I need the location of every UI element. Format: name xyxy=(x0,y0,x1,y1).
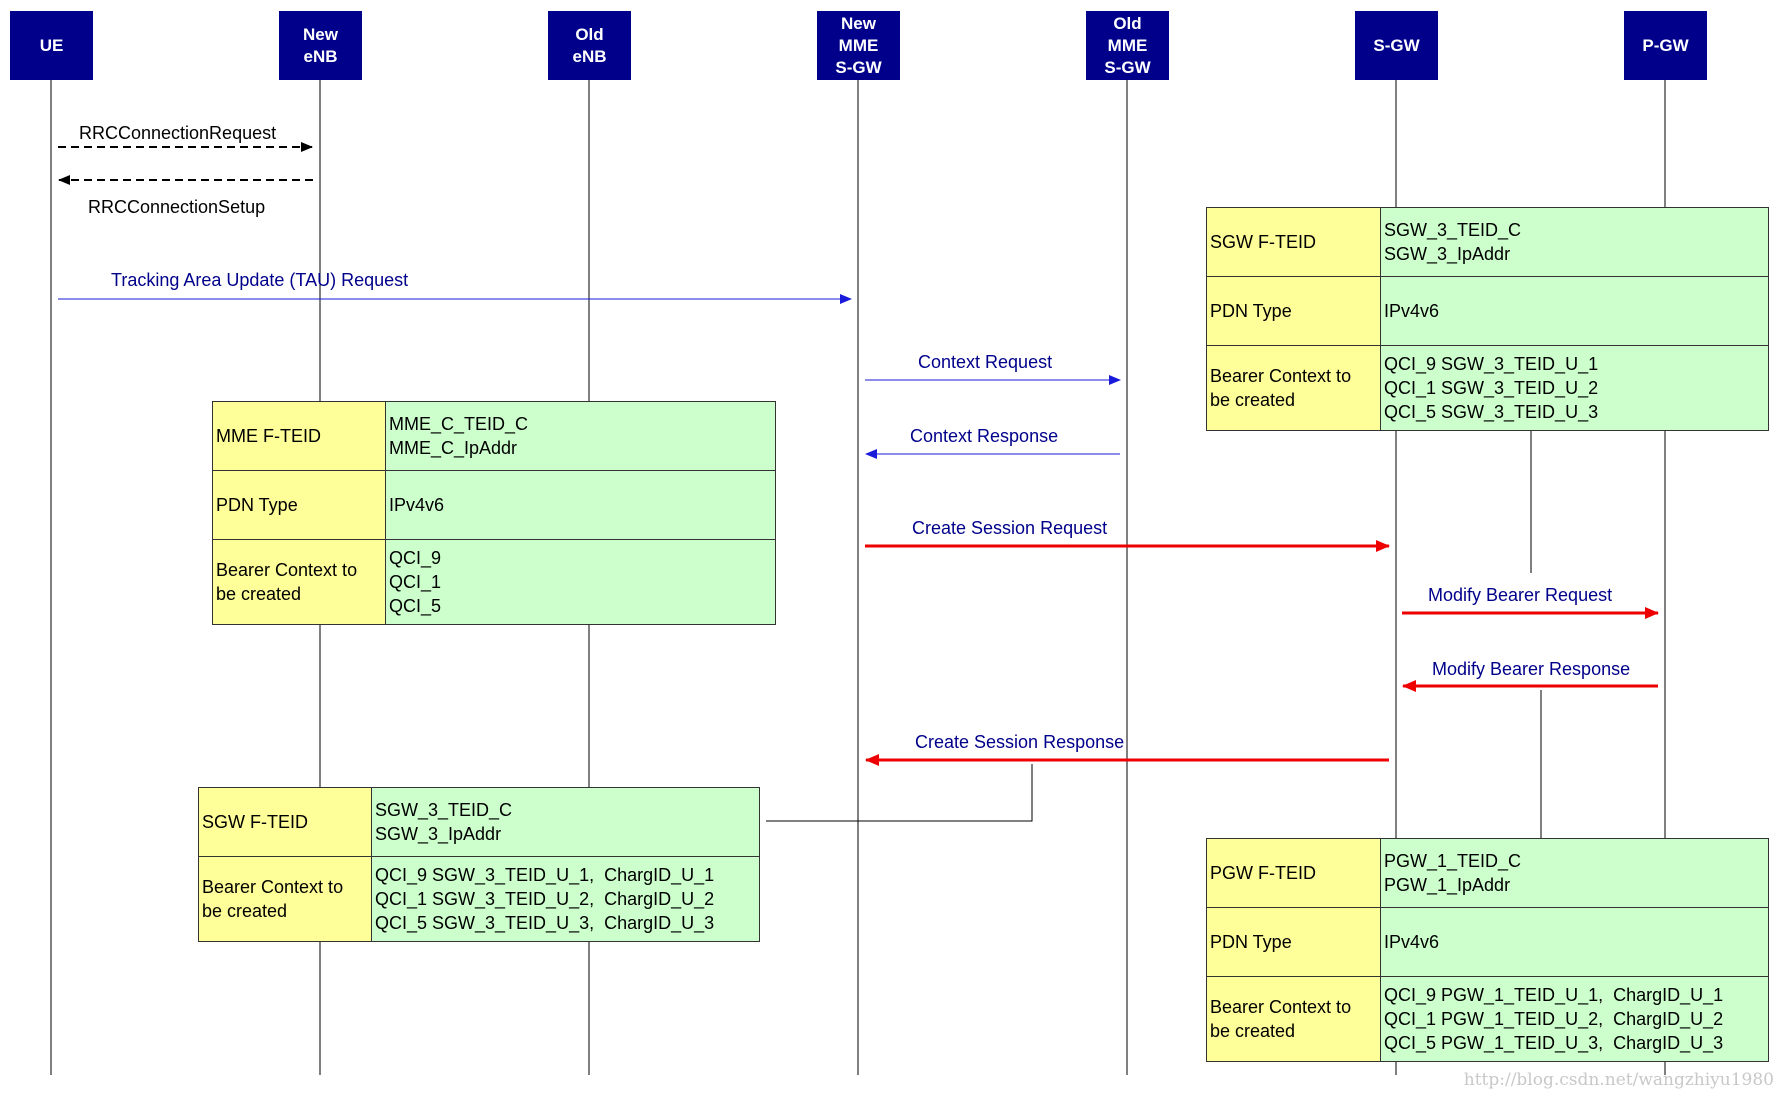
table-row: SGW F-TEID SGW_3_TEID_C SGW_3_IpAddr xyxy=(198,787,760,857)
table-row: PDN Type IPv4v6 xyxy=(212,470,776,540)
mme-ie-table: MME F-TEID MME_C_TEID_C MME_C_IpAddr PDN… xyxy=(212,401,776,625)
entity-sgw: S-GW xyxy=(1355,11,1438,80)
table-row: PDN Type IPv4v6 xyxy=(1206,276,1769,346)
entity-old-mme: Old MME S-GW xyxy=(1086,11,1169,80)
entity-pgw: P-GW xyxy=(1624,11,1707,80)
ie-key: PDN Type xyxy=(212,470,386,540)
ie-value: SGW_3_TEID_C SGW_3_IpAddr xyxy=(1380,207,1769,277)
table-row: PGW F-TEID PGW_1_TEID_C PGW_1_IpAddr xyxy=(1206,838,1769,908)
watermark: http://blog.csdn.net/wangzhiyu1980 xyxy=(1463,1070,1774,1090)
ie-value: SGW_3_TEID_C SGW_3_IpAddr xyxy=(371,787,760,857)
ie-key: PDN Type xyxy=(1206,276,1381,346)
connector-sgw-bottom xyxy=(766,764,1033,822)
ie-value: QCI_9 SGW_3_TEID_U_1 QCI_1 SGW_3_TEID_U_… xyxy=(1380,345,1769,431)
pgw-ie-table: PGW F-TEID PGW_1_TEID_C PGW_1_IpAddr PDN… xyxy=(1206,838,1769,1062)
sgw-bottom-ie-table: SGW F-TEID SGW_3_TEID_C SGW_3_IpAddr Bea… xyxy=(198,787,760,942)
ie-value: QCI_9 PGW_1_TEID_U_1, ChargID_U_1 QCI_1 … xyxy=(1380,976,1769,1062)
ie-value: QCI_9 SGW_3_TEID_U_1, ChargID_U_1 QCI_1 … xyxy=(371,856,760,942)
entity-new-mme: New MME S-GW xyxy=(817,11,900,80)
entity-old-enb: Old eNB xyxy=(548,11,631,80)
table-row: Bearer Context to be created QCI_9 SGW_3… xyxy=(198,856,760,942)
ie-key: Bearer Context to be created xyxy=(212,539,386,625)
table-row: PDN Type IPv4v6 xyxy=(1206,907,1769,977)
ie-key: PDN Type xyxy=(1206,907,1381,977)
entity-new-enb: New eNB xyxy=(279,11,362,80)
label-rrc-setup: RRCConnectionSetup xyxy=(88,197,266,217)
table-row: Bearer Context to be created QCI_9 QCI_1… xyxy=(212,539,776,625)
label-rrc-request: RRCConnectionRequest xyxy=(79,123,277,143)
label-modify-bearer-request: Modify Bearer Request xyxy=(1428,585,1613,605)
ie-key: SGW F-TEID xyxy=(198,787,372,857)
ie-key: MME F-TEID xyxy=(212,401,386,471)
ie-value: PGW_1_TEID_C PGW_1_IpAddr xyxy=(1380,838,1769,908)
label-modify-bearer-response: Modify Bearer Response xyxy=(1432,659,1631,679)
ie-value: MME_C_TEID_C MME_C_IpAddr xyxy=(385,401,776,471)
ie-key: PGW F-TEID xyxy=(1206,838,1381,908)
ie-value: IPv4v6 xyxy=(385,470,776,540)
ie-value: IPv4v6 xyxy=(1380,276,1769,346)
label-context-request: Context Request xyxy=(918,352,1053,372)
ie-key: Bearer Context to be created xyxy=(1206,345,1381,431)
table-row: MME F-TEID MME_C_TEID_C MME_C_IpAddr xyxy=(212,401,776,471)
sgw-top-ie-table: SGW F-TEID SGW_3_TEID_C SGW_3_IpAddr PDN… xyxy=(1206,207,1769,431)
label-context-response: Context Response xyxy=(910,426,1059,446)
table-row: SGW F-TEID SGW_3_TEID_C SGW_3_IpAddr xyxy=(1206,207,1769,277)
entity-ue: UE xyxy=(10,11,93,80)
ie-key: Bearer Context to be created xyxy=(198,856,372,942)
label-tau-request: Tracking Area Update (TAU) Request xyxy=(111,270,409,290)
ie-value: QCI_9 QCI_1 QCI_5 xyxy=(385,539,776,625)
label-create-session-response: Create Session Response xyxy=(915,732,1125,752)
label-create-session-request: Create Session Request xyxy=(912,518,1108,538)
table-row: Bearer Context to be created QCI_9 PGW_1… xyxy=(1206,976,1769,1062)
ie-key: Bearer Context to be created xyxy=(1206,976,1381,1062)
table-row: Bearer Context to be created QCI_9 SGW_3… xyxy=(1206,345,1769,431)
ie-value: IPv4v6 xyxy=(1380,907,1769,977)
ie-key: SGW F-TEID xyxy=(1206,207,1381,277)
